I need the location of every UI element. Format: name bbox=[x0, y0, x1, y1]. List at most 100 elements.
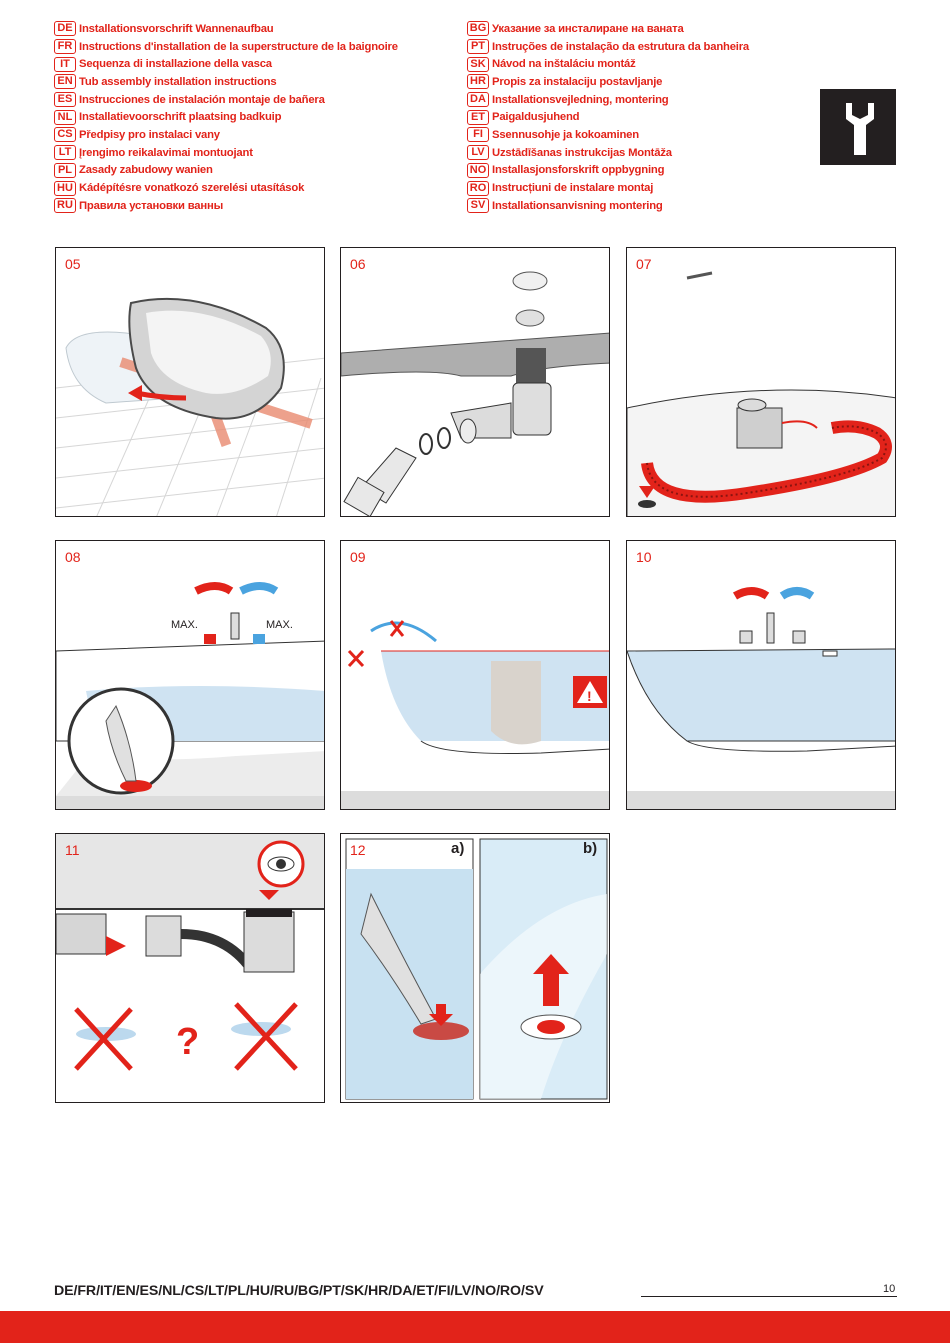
language-title: Návod na inštaláciu montáž bbox=[492, 58, 636, 71]
step-number: 08 bbox=[65, 549, 81, 565]
language-code: ET bbox=[467, 109, 489, 125]
sub-step-b-label: b) bbox=[583, 840, 598, 857]
brand-footer-bar bbox=[0, 1311, 950, 1343]
step-panel-09: 09 ! bbox=[340, 540, 610, 810]
step-05-illustration bbox=[56, 297, 324, 516]
step-panel-08: 08 MAX. MAX. bbox=[55, 540, 325, 810]
warning-icon: ! bbox=[573, 676, 607, 708]
step-09-illustration: ! bbox=[341, 620, 609, 809]
language-title: Paigaldusjuhend bbox=[492, 111, 580, 124]
step-08-illustration: MAX. MAX. bbox=[56, 582, 324, 809]
step-panel-07: 07 bbox=[626, 247, 896, 517]
language-title: Įrengimo reikalavimai montuojant bbox=[79, 146, 253, 159]
language-title: Указание за инсталиране на ваната bbox=[492, 22, 684, 35]
footer-language-codes: DE/FR/IT/EN/ES/NL/CS/LT/PL/HU/RU/BG/PT/S… bbox=[54, 1283, 544, 1299]
language-title: Zasady zabudowy wanien bbox=[79, 164, 213, 177]
svg-text:!: ! bbox=[587, 688, 592, 704]
step-number: 11 bbox=[65, 842, 80, 858]
step-12-illustration bbox=[345, 838, 608, 1100]
language-code: PT bbox=[467, 39, 489, 55]
step-number: 10 bbox=[636, 549, 652, 565]
language-title: Uzstādīšanas instrukcijas Montāža bbox=[492, 146, 672, 159]
language-title: Propis za instalaciju postavljanje bbox=[492, 75, 663, 88]
sub-step-a-label: a) bbox=[451, 840, 465, 857]
step-number: 12 bbox=[350, 842, 366, 858]
step-number: 06 bbox=[350, 256, 366, 272]
language-title: Installationsanvisning montering bbox=[492, 199, 663, 212]
eye-icon bbox=[257, 840, 305, 888]
step-number: 05 bbox=[65, 256, 81, 272]
language-code: CS bbox=[54, 127, 76, 143]
language-code: ES bbox=[54, 92, 76, 108]
wrench-icon bbox=[820, 89, 896, 165]
language-code: LT bbox=[54, 145, 76, 161]
language-code: DE bbox=[54, 21, 76, 37]
language-code: RO bbox=[467, 180, 489, 196]
language-title: Installationsvejledning, montering bbox=[492, 93, 669, 106]
language-title: Tub assembly installation instructions bbox=[79, 75, 277, 88]
language-code: LV bbox=[467, 145, 489, 161]
language-title: Instrucciones de instalación montaje de … bbox=[79, 93, 325, 106]
step-panel-10: 10 bbox=[626, 540, 896, 810]
language-title: Installasjonsforskrift oppbygning bbox=[492, 164, 665, 177]
language-code: HU bbox=[54, 180, 76, 196]
page-number: 10 bbox=[883, 1283, 896, 1295]
language-code: FI bbox=[467, 127, 489, 143]
language-title: Předpisy pro instalaci vany bbox=[79, 128, 220, 141]
max-label-cold: MAX. bbox=[266, 619, 293, 631]
step-panel-11: 11 ? bbox=[55, 833, 325, 1103]
language-code: NO bbox=[467, 162, 489, 178]
step-number: 09 bbox=[350, 549, 366, 565]
language-title: Sequenza di installazione della vasca bbox=[79, 58, 272, 71]
language-code: SV bbox=[467, 198, 489, 214]
language-title: Kádépítésre vonatkozó szerelési utasítás… bbox=[79, 182, 305, 195]
language-code: HR bbox=[467, 74, 489, 90]
language-title: Правила установки ванны bbox=[79, 199, 224, 212]
language-code: RU bbox=[54, 198, 76, 214]
step-panel-05: 05 bbox=[55, 247, 325, 517]
language-code: BG bbox=[467, 21, 489, 37]
language-code: FR bbox=[54, 39, 76, 55]
step-07-illustration bbox=[627, 248, 895, 516]
step-10-illustration bbox=[627, 587, 895, 809]
step-panel-06: 06 bbox=[340, 247, 610, 517]
language-code: PL bbox=[54, 162, 76, 178]
language-title: Instrucțiuni de instalare montaj bbox=[492, 182, 654, 195]
language-title: Instructions d'installation de la supers… bbox=[79, 40, 398, 53]
language-code: IT bbox=[54, 56, 76, 72]
language-code: SK bbox=[467, 56, 489, 72]
language-title: Installatievoorschrift plaatsing badkuip bbox=[79, 111, 282, 124]
question-mark: ? bbox=[176, 1021, 199, 1063]
language-code: DA bbox=[467, 92, 489, 108]
footer-divider bbox=[641, 1296, 897, 1297]
max-label-hot: MAX. bbox=[171, 619, 198, 631]
step-06-illustration bbox=[341, 271, 609, 516]
language-title: Instruções de instalação da estrutura da… bbox=[492, 40, 750, 53]
language-title: Installationsvorschrift Wannenaufbau bbox=[79, 22, 274, 35]
language-code: EN bbox=[54, 74, 76, 90]
step-panel-12: 12 a) b) bbox=[340, 833, 610, 1103]
language-code: NL bbox=[54, 109, 76, 125]
